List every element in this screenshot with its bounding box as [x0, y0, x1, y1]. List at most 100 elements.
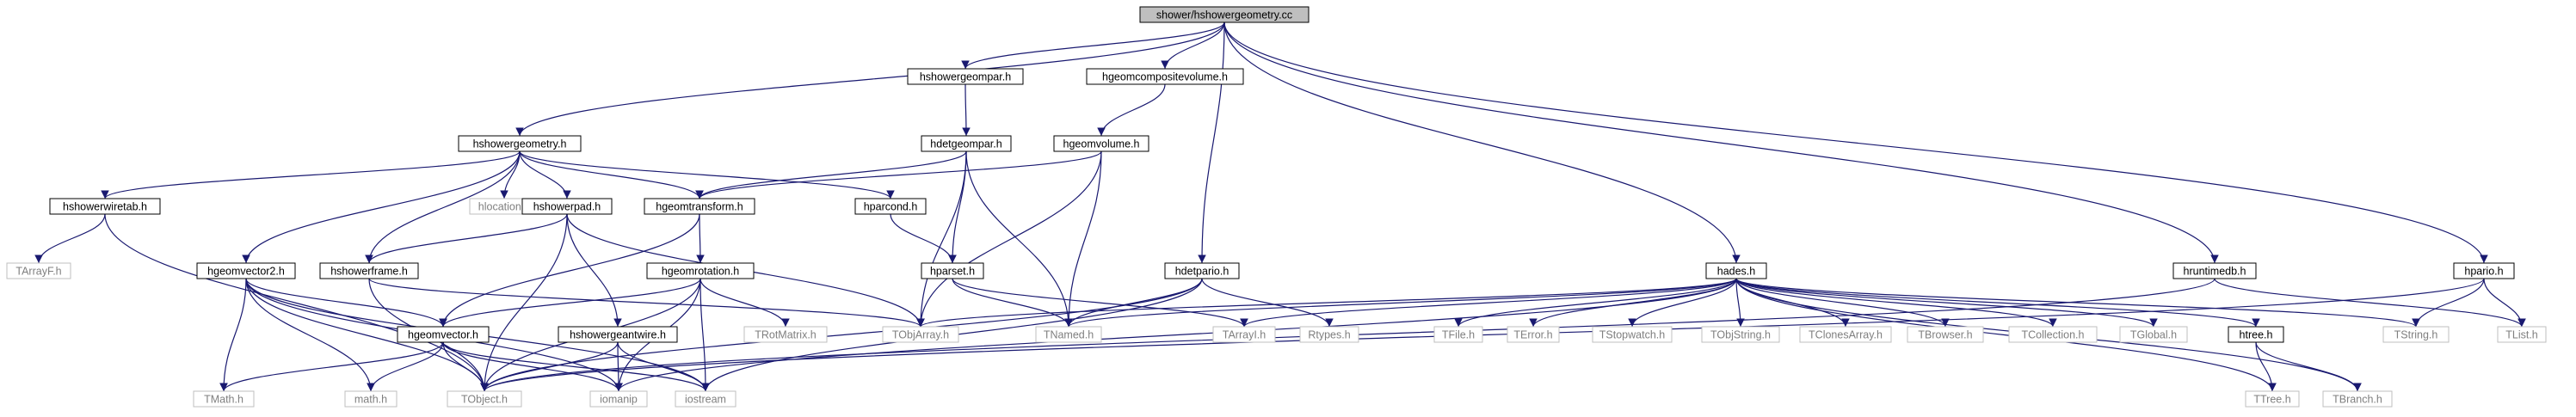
node-box [2119, 326, 2188, 343]
edge-hgeomrotation-to-trotmatrix [699, 278, 790, 328]
node-box [921, 135, 1012, 152]
node-htree[interactable]: htree.h [2228, 326, 2284, 343]
node-hgeomtransform[interactable]: hgeomtransform.h [644, 198, 755, 215]
edge-hdetgeompar-to-hparset [948, 150, 967, 264]
edge-hgeomvolume-to-hgeomtransform [695, 150, 1102, 199]
node-box [344, 390, 397, 408]
node-label: TMath.h [204, 393, 243, 405]
node-box [1507, 326, 1560, 343]
node-tbrowser: TBrowser.h [1907, 326, 1984, 343]
edge-hshowergeometry-to-hshowerframe [365, 150, 521, 264]
node-hparset[interactable]: hparset.h [921, 262, 984, 279]
node-tarrayi: TArrayI.h [1212, 326, 1276, 343]
node-hgeomvector2[interactable]: hgeomvector2.h [196, 262, 296, 279]
node-box [1299, 326, 1359, 343]
node-hparcond[interactable]: hparcond.h [854, 198, 927, 215]
edge-hgeomvolume-to-tobjarray [916, 150, 1102, 328]
node-box [319, 262, 419, 279]
edge-root-to-hgeomcompositevolume [1161, 21, 1225, 70]
node-tlist: TList.h [2497, 326, 2547, 343]
node-box [644, 198, 755, 215]
node-label: hshowergeantwire.h [570, 328, 666, 340]
node-label: TRotMatrix.h [755, 328, 817, 340]
node-label: TList.h [2505, 328, 2538, 340]
node-tcollection: TCollection.h [2008, 326, 2098, 343]
edge-hpario-to-tlist [2483, 278, 2526, 328]
node-hshowerframe[interactable]: hshowerframe.h [319, 262, 419, 279]
node-hgeomvector[interactable]: hgeomvector.h [397, 326, 490, 343]
node-box [921, 262, 984, 279]
node-hshowerpad[interactable]: hshowerpad.h [521, 198, 613, 215]
node-label: hshowergeometry.h [473, 138, 567, 150]
edge-hgeomvector2-to-hgeomvector [245, 278, 447, 328]
nodes-layer: shower/hshowergeometry.cc hshowergeompar.… [6, 6, 2547, 408]
node-label: iomanip [600, 393, 638, 405]
edge-hdetgeompar-to-tobjarray [916, 150, 967, 328]
node-hshowergeompar[interactable]: hshowergeompar.h [907, 68, 1024, 85]
edge-hgeomvector-to-tobject [442, 341, 489, 392]
node-label: math.h [354, 393, 387, 405]
node-hdetpario[interactable]: hdetpario.h [1164, 262, 1240, 279]
edge-hshowerframe-to-tobjarray [368, 278, 925, 328]
node-label: hshowerpad.h [533, 200, 601, 212]
edge-hades-to-tcollection [1735, 278, 2057, 328]
node-hgeomcompositevolume[interactable]: hgeomcompositevolume.h [1086, 68, 1244, 85]
edge-hdetpario-to-rtypes [1201, 278, 1334, 328]
node-hdetgeompar[interactable]: hdetgeompar.h [921, 135, 1012, 152]
edge-hshowergeometry-to-hparcond [519, 150, 895, 199]
node-box [646, 262, 755, 279]
node-hgeomvolume[interactable]: hgeomvolume.h [1053, 135, 1149, 152]
node-tarrayf: TArrayF.h [6, 262, 71, 279]
node-hshowergeometry[interactable]: hshowergeometry.h [458, 135, 582, 152]
edges-layer [34, 21, 2526, 392]
edge-hades-to-iomanip [614, 278, 1737, 392]
node-box [2172, 262, 2257, 279]
edge-htree-to-ttree [2255, 341, 2277, 392]
node-iomanip: iomanip [589, 390, 648, 408]
edge-root-to-hshowergeometry [515, 21, 1225, 137]
node-rtypes: Rtypes.h [1299, 326, 1359, 343]
node-label: TObject.h [461, 393, 508, 405]
edge-hades-to-tobjarray [916, 278, 1737, 328]
node-label: hades.h [1717, 265, 1756, 277]
node-hshowerwiretab[interactable]: hshowerwiretab.h [49, 198, 161, 215]
node-tnamed: TNamed.h [1035, 326, 1102, 343]
node-tstopwatch: TStopwatch.h [1592, 326, 1673, 343]
edge-hgeomrotation-to-iostream [699, 278, 710, 392]
node-box [589, 390, 648, 408]
node-box [2322, 390, 2393, 408]
edge-hshowerwiretab-to-tobject [104, 213, 489, 392]
node-hpario[interactable]: hpario.h [2453, 262, 2515, 279]
edge-root-to-hades [1223, 21, 1741, 264]
node-tstring: TString.h [2382, 326, 2450, 343]
node-label: TBranch.h [2333, 393, 2382, 405]
edge-root-to-hruntimedb [1223, 21, 2219, 264]
node-hgeomrotation[interactable]: hgeomrotation.h [646, 262, 755, 279]
node-box [6, 262, 71, 279]
node-tobjstring: TObjString.h [1701, 326, 1780, 343]
node-hruntimedb[interactable]: hruntimedb.h [2172, 262, 2257, 279]
edge-hparcond-to-hparset [890, 213, 957, 264]
edge-hgeomcompositevolume-to-hgeomvolume [1097, 83, 1166, 137]
edge-hdetpario-to-tobject [480, 278, 1203, 392]
node-label: hparcond.h [864, 200, 918, 212]
node-iostream: iostream [675, 390, 736, 408]
node-box [2245, 390, 2300, 408]
node-box [458, 135, 582, 152]
node-box [1035, 326, 1102, 343]
edge-hades-to-tnamed [1064, 278, 1737, 328]
node-label: hdetpario.h [1175, 265, 1229, 277]
node-box [675, 390, 736, 408]
edge-hdetpario-to-tnamed [1064, 278, 1203, 328]
edge-hades-to-htree [1735, 278, 2260, 328]
node-box [882, 326, 959, 343]
node-hshowergeantwire[interactable]: hshowergeantwire.h [558, 326, 678, 343]
node-label: TString.h [2394, 328, 2438, 340]
node-hades[interactable]: hades.h [1705, 262, 1767, 279]
node-box [1907, 326, 1984, 343]
edge-hparset-to-tarrayi [952, 278, 1248, 328]
edge-hshowerpad-to-tobject [480, 213, 568, 392]
node-tobject: TObject.h [447, 390, 522, 408]
node-box [447, 390, 522, 408]
node-root[interactable]: shower/hshowergeometry.cc [1139, 6, 1310, 23]
